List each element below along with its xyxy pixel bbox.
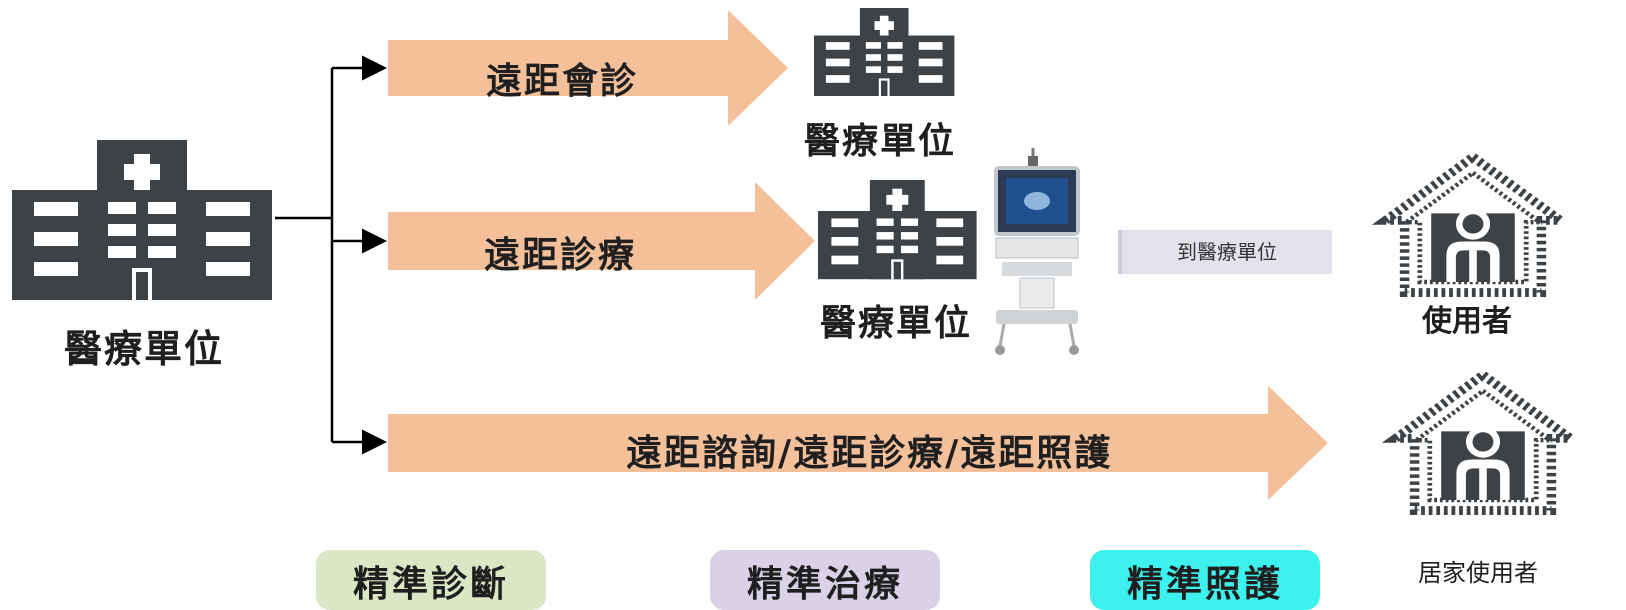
badge-precision-treatment: 精準治療: [710, 550, 940, 610]
flow-label-combined: 遠距諮詢/遠距診療/遠距照護: [626, 433, 1113, 474]
to-hospital-note: 到醫療單位: [1118, 230, 1332, 274]
source-hospital-icon: [12, 140, 272, 300]
badge-precision-care: 精準照護: [1090, 550, 1320, 610]
home-user-icon-1: [1386, 157, 1561, 293]
branch-connector: [275, 55, 387, 455]
target-unit-label-1: 醫療單位: [804, 121, 957, 162]
medical-cart-icon: [994, 148, 1080, 355]
badge-precision-diagnosis: 精準診斷: [316, 550, 546, 610]
source-unit-label: 醫療單位: [64, 327, 225, 371]
home-user-icon-2: [1396, 375, 1571, 511]
flow-arrow-1: [388, 10, 788, 126]
flow-arrow-3: [388, 386, 1328, 500]
flow-label-consultation: 遠距會診: [486, 61, 639, 102]
target-hospital-icon-2: [818, 180, 977, 280]
flow-arrow-2: [388, 182, 815, 300]
user-label: 使用者: [1422, 304, 1512, 339]
home-user-label: 居家使用者: [1418, 559, 1538, 587]
flow-label-treatment: 遠距診療: [484, 235, 637, 276]
target-unit-label-2: 醫療單位: [820, 303, 973, 344]
diagram-canvas: [12, 8, 1626, 592]
target-hospital-icon-1: [814, 8, 955, 96]
